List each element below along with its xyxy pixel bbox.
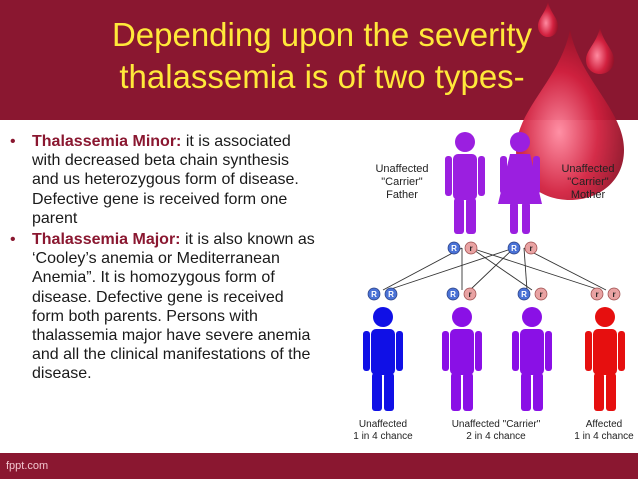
slide-content: Unaffected "Carrier" Father Unaffected "… xyxy=(0,120,638,453)
svg-text:r: r xyxy=(469,244,472,253)
father-label: Unaffected "Carrier" Father xyxy=(375,163,428,201)
connector-lines xyxy=(382,247,607,291)
child-1-label-line-1: Unaffected xyxy=(359,419,407,430)
child-1-label-line-2: 1 in 4 chance xyxy=(353,431,413,442)
parent-alleles: R r R r xyxy=(447,241,538,255)
svg-text:R: R xyxy=(511,244,517,253)
bullet-text: disease. xyxy=(32,365,92,383)
mother-label: Unaffected "Carrier" Mother xyxy=(561,163,614,201)
bullet-text: Defective gene is received form one xyxy=(32,190,288,208)
svg-text:r: r xyxy=(468,290,471,299)
large-drop-icon xyxy=(516,30,624,200)
bullet-list: • Thalassemia Minor: it is associated wi… xyxy=(8,132,374,386)
svg-text:r: r xyxy=(539,290,542,299)
mother-figure xyxy=(498,132,542,234)
header-band xyxy=(0,0,638,120)
footer-band: fppt.com xyxy=(0,453,638,479)
father-figure xyxy=(445,132,485,234)
bullet-dot-icon: • xyxy=(10,133,16,150)
father-label-line-3: Father xyxy=(386,189,418,201)
svg-text:R: R xyxy=(450,290,456,299)
bullet-dot-icon: • xyxy=(10,231,16,249)
svg-text:R: R xyxy=(451,244,457,253)
bullet-text: it is also known as xyxy=(180,231,315,249)
bullet-text: form both parents. Persons with xyxy=(32,307,258,325)
title-line-1: Depending upon the severity xyxy=(111,16,533,53)
footer-text: fppt.com xyxy=(6,460,49,472)
bullet-text: it is associated xyxy=(181,133,291,150)
bullet-text: and all the clinical manifestations of t… xyxy=(32,346,311,364)
bullet-text: disease. Defective gene is received xyxy=(32,288,284,306)
bullet-text: ‘Cooley’s anemia or Mediterranean xyxy=(32,250,280,268)
inheritance-diagram: Unaffected "Carrier" Father Unaffected "… xyxy=(353,132,634,442)
carrier-children-label-line-2: 2 in 4 chance xyxy=(466,431,526,442)
blood-drops-decoration xyxy=(516,2,624,200)
bullet-term: Thalassemia Major: xyxy=(32,231,181,249)
child-4-label-line-1: Affected xyxy=(586,419,623,430)
father-label-line-2: "Carrier" xyxy=(381,176,423,188)
child-figure-2 xyxy=(442,307,482,411)
carrier-children-label-line-1: Unaffected "Carrier" xyxy=(452,419,541,430)
svg-text:R: R xyxy=(388,290,394,299)
title-line-2: thalassemia is of two types- xyxy=(119,58,525,95)
mother-label-line-1: Unaffected xyxy=(561,163,614,175)
bullet-text: Anemia”. It is homozygous form of xyxy=(32,269,275,287)
slide-title: Depending upon the severity thalassemia … xyxy=(62,14,582,98)
svg-text:r: r xyxy=(529,244,532,253)
mother-label-line-2: "Carrier" xyxy=(567,176,609,188)
svg-text:R: R xyxy=(521,290,527,299)
svg-text:r: r xyxy=(595,290,598,299)
bullet-text: with decreased beta chain synthesis xyxy=(32,152,290,170)
bullet-text: and us heterozygous form of disease. xyxy=(32,171,299,189)
child-4-label-line-2: 1 in 4 chance xyxy=(574,431,634,442)
bullet-thalassemia-major: • Thalassemia Major: it is also known as… xyxy=(8,230,374,384)
mother-label-line-3: Mother xyxy=(571,189,606,201)
svg-text:r: r xyxy=(612,290,615,299)
child-figure-3 xyxy=(512,307,552,411)
small-drop-icon xyxy=(586,28,614,74)
bullet-thalassemia-minor: • Thalassemia Minor: it is associated wi… xyxy=(8,132,374,228)
bullet-term: Thalassemia Minor: xyxy=(32,133,182,150)
child-alleles: R R R r R r r r xyxy=(367,287,621,301)
bullet-text: parent xyxy=(32,209,78,227)
child-figure-4 xyxy=(585,307,625,411)
svg-text:R: R xyxy=(371,290,377,299)
child-figure-1 xyxy=(363,307,403,411)
tiny-drop-icon xyxy=(538,2,558,37)
father-label-line-1: Unaffected xyxy=(375,163,428,175)
bullet-text: thalassemia major have severe anemia xyxy=(32,327,311,345)
